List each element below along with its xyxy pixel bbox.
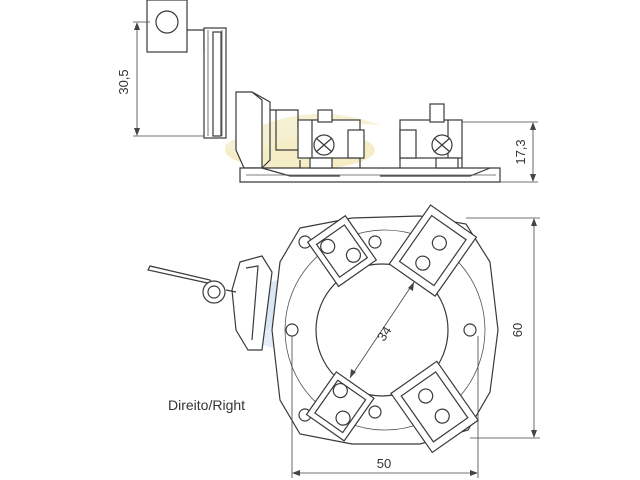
- side-view: [146, 0, 501, 183]
- dimension-50-text: 50: [377, 456, 391, 471]
- dimension-depth-side: 17,3: [462, 121, 538, 183]
- dimension-34-text: 34: [374, 323, 394, 343]
- dimension-width-front: 50: [291, 336, 479, 478]
- front-view: [147, 204, 499, 454]
- direction-label: Direito/Right: [168, 397, 245, 413]
- dimension-height-front: 60: [466, 217, 540, 439]
- dimension-17-3-text: 17,3: [513, 139, 528, 164]
- dimension-height-side: 30,5: [116, 21, 204, 137]
- dimension-30-5-text: 30,5: [116, 69, 131, 94]
- dimension-60-text: 60: [510, 323, 525, 337]
- dimension-inner-diameter: 34: [349, 281, 415, 379]
